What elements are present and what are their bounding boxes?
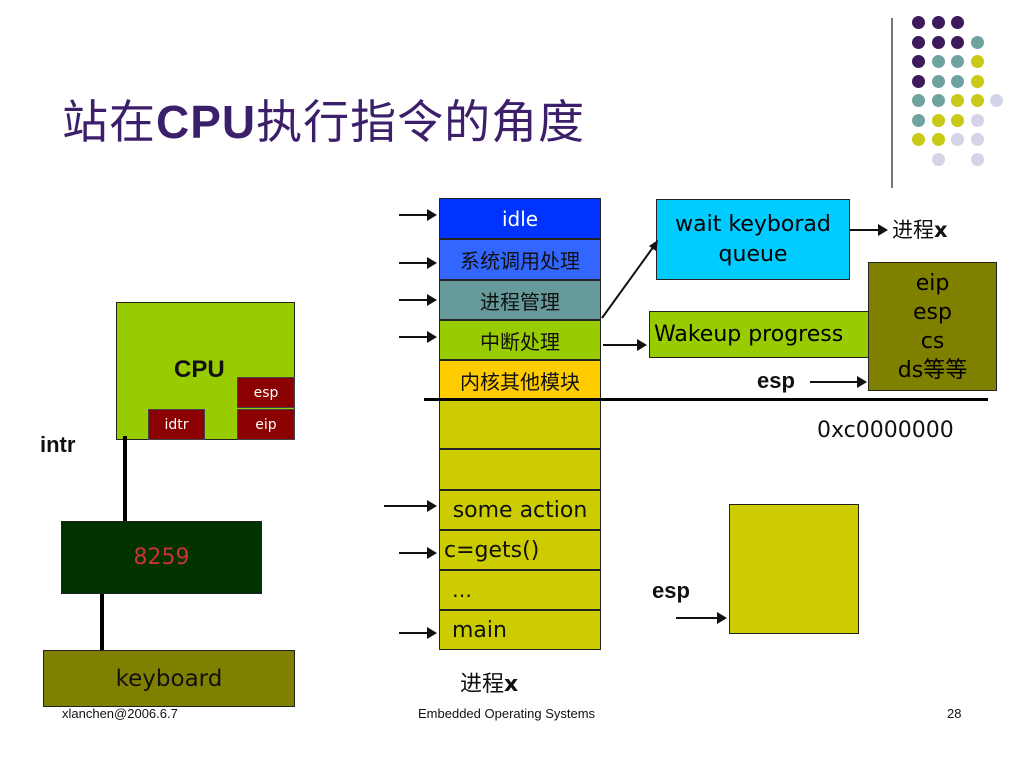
stack-cell-main: main: [439, 610, 601, 650]
footer-page-number: 28: [947, 706, 962, 721]
decorative-dot: [970, 74, 984, 88]
decorative-dot: [912, 113, 925, 127]
arrow-to-syscall: [399, 257, 437, 269]
footer-course: Embedded Operating Systems: [418, 706, 596, 721]
decorative-dot: [931, 55, 945, 68]
saved-registers-box: eip esp cs ds等等: [868, 262, 997, 391]
decorative-dot: [931, 16, 945, 29]
decorative-dot: [970, 113, 984, 127]
keyboard-block: keyboard: [43, 650, 295, 707]
stack-cell-some-action: some action: [439, 490, 601, 530]
esp-register: esp: [237, 377, 295, 408]
user-stack-block: [729, 504, 859, 634]
wait-keyboard-queue: wait keyborad queue: [656, 199, 850, 280]
decorative-dot: [951, 35, 964, 49]
decorative-dot: [912, 55, 925, 68]
title-prefix: 站在: [62, 95, 156, 149]
decorative-dot: [912, 133, 925, 146]
saved-register-cs: cs: [920, 328, 945, 354]
decorative-divider: [891, 18, 893, 188]
decorative-dot: [951, 74, 964, 88]
decorative-dot: [970, 35, 984, 49]
decorative-dot: [970, 152, 984, 166]
decorative-dot: [990, 94, 1003, 107]
stack-cell-interrupt: 中断处理: [439, 320, 601, 360]
decorative-dot: [912, 16, 925, 29]
decorative-dot: [970, 94, 984, 107]
process-x-label-top-x: x: [934, 218, 948, 242]
stack-cell-process-mgmt: 进程管理: [439, 280, 601, 320]
arrow-to-gets: [399, 547, 437, 559]
esp-pointer-label-upper: esp: [757, 368, 795, 393]
queue-to-process-arrow: [850, 224, 888, 236]
kernel-boundary-address: 0xc0000000: [817, 418, 954, 443]
stack-cell-other-modules: 内核其他模块: [439, 360, 601, 400]
arrow-to-interrupt: [399, 331, 437, 343]
title-cpu: CPU: [156, 96, 257, 148]
esp-pointer-label-lower: esp: [652, 578, 690, 603]
decorative-dot: [931, 74, 945, 88]
saved-register-esp: esp: [913, 299, 952, 325]
decorative-dot: [931, 133, 945, 146]
stack-cell-gets: c=gets(): [439, 530, 601, 570]
arrow-to-idle: [399, 209, 437, 221]
stack-cell-ellipsis: …: [439, 570, 601, 610]
title-suffix: 执行指令的角度: [256, 95, 586, 149]
decorative-dot: [951, 113, 964, 127]
interrupt-to-wakeup-arrow: [603, 339, 647, 351]
decorative-dot: [912, 94, 925, 107]
stack-cell-idle: idle: [439, 198, 601, 239]
decorative-dot: [912, 74, 925, 88]
process-x-label-bottom-cn: 进程: [460, 672, 505, 697]
arrow-to-main: [399, 627, 437, 639]
wakeup-progress-box: Wakeup progress: [649, 311, 875, 358]
queue-link-arrow: [601, 240, 658, 319]
decorative-dot: [951, 94, 964, 107]
arrow-to-process-mgmt: [399, 294, 437, 306]
esp-pointer-arrow-lower: [676, 612, 727, 624]
decorative-dot: [970, 55, 984, 68]
esp-pointer-arrow-upper: [810, 376, 867, 388]
stack-cell-user-2: [439, 449, 601, 490]
kernel-user-boundary: [424, 398, 988, 401]
decorative-dot: [970, 133, 984, 146]
decorative-dot: [912, 35, 925, 49]
arrow-to-some-action: [384, 500, 437, 512]
eip-register: eip: [237, 409, 295, 440]
decorative-dot: [931, 94, 945, 107]
stack-cell-syscall: 系统调用处理: [439, 239, 601, 280]
process-x-label-top-cn: 进程: [892, 218, 934, 242]
process-x-label-bottom: 进程x: [460, 666, 518, 698]
process-x-label-bottom-x: x: [504, 672, 519, 697]
process-x-label-top: 进程x: [892, 214, 948, 244]
decorative-dot: [951, 55, 964, 68]
intr-label: intr: [40, 432, 76, 457]
saved-register-ds: ds等等: [897, 357, 968, 383]
page-title: 站在CPU执行指令的角度: [62, 86, 585, 152]
saved-register-eip: eip: [915, 270, 950, 296]
decorative-dot: [951, 16, 964, 29]
decorative-dot: [931, 152, 945, 166]
decorative-dot: [931, 35, 945, 49]
pic-keyboard-line: [100, 594, 104, 650]
stack-cell-user-1: [439, 400, 601, 449]
pic-8259: 8259: [61, 521, 262, 594]
decorative-dot: [951, 133, 964, 146]
intr-line: [123, 436, 127, 522]
footer-author: xlanchen@2006.6.7: [62, 706, 178, 721]
cpu-label: CPU: [174, 356, 225, 383]
idtr-register: idtr: [148, 409, 205, 440]
decorative-dot: [931, 113, 945, 127]
